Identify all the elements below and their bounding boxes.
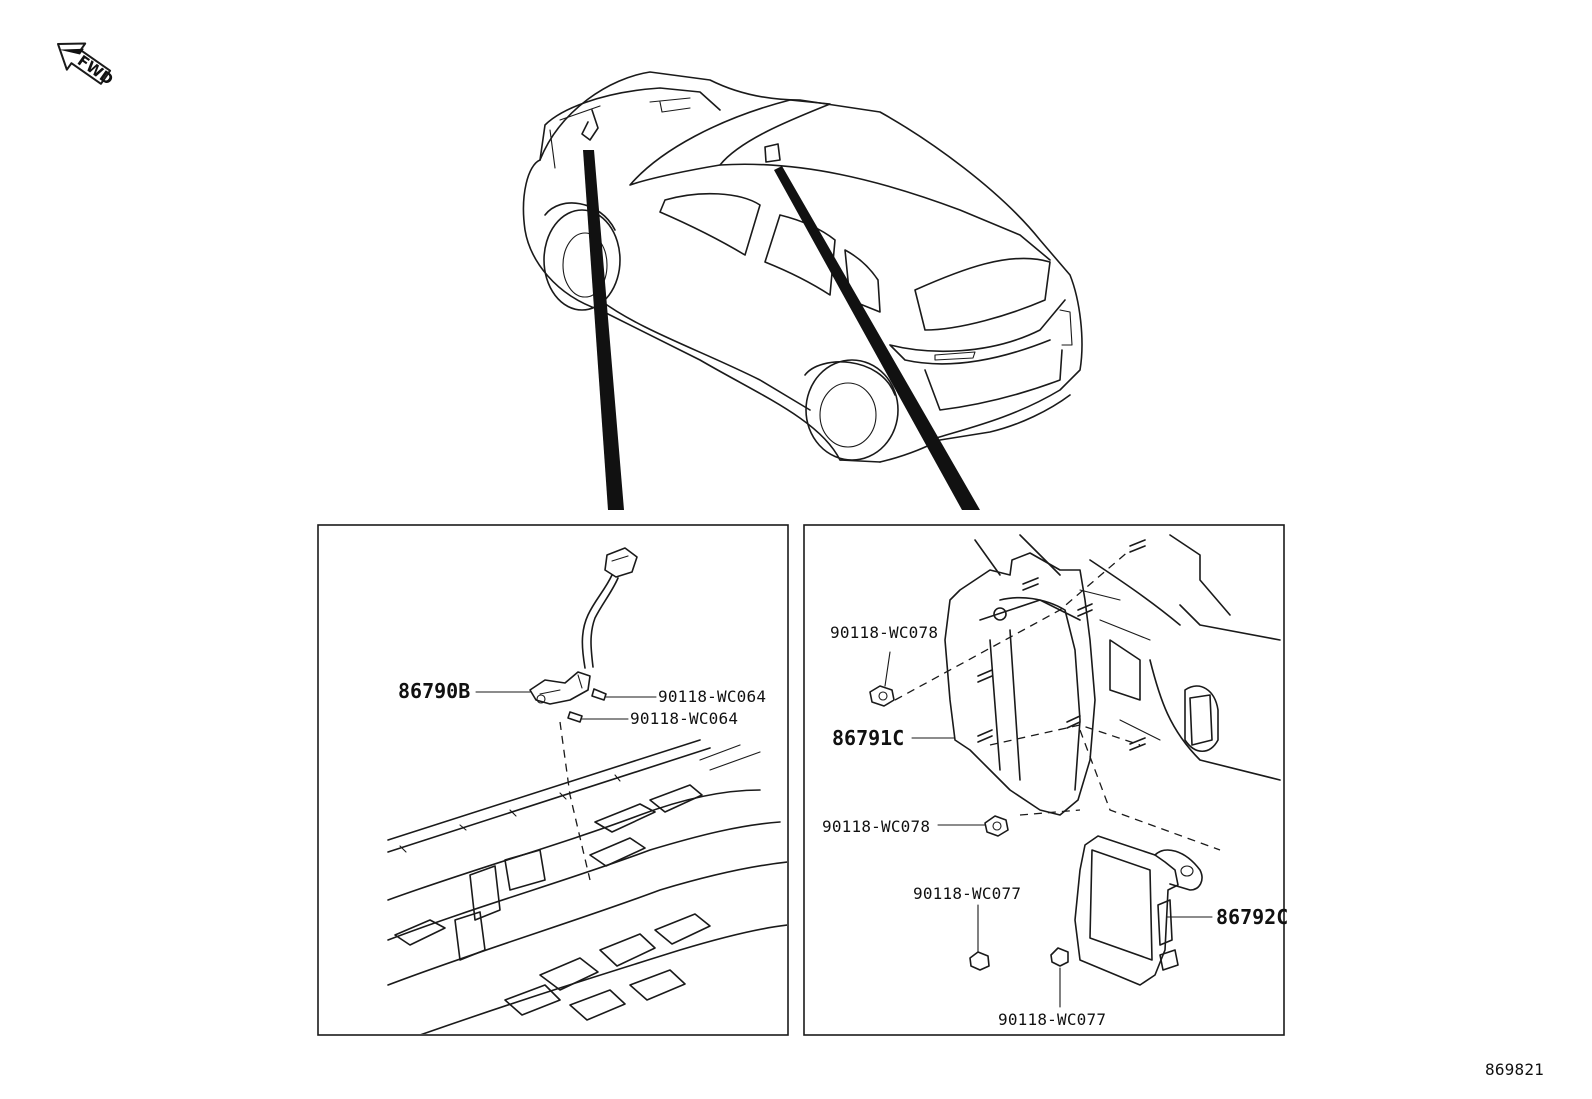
forward-arrow-icon: FWD bbox=[57, 42, 117, 89]
part-label-90118-WC064-lower: 90118-WC064 bbox=[630, 709, 738, 728]
detail-panel-control-unit: 90118-WC078 86791C 90118-WC078 90118-WC0… bbox=[803, 524, 1288, 1036]
fwd-marker: FWD bbox=[57, 42, 117, 89]
part-label-90118-WC064-upper: 90118-WC064 bbox=[658, 687, 766, 706]
part-label-90118-WC078-lower: 90118-WC078 bbox=[822, 817, 930, 836]
part-label-90118-WC078-upper: 90118-WC078 bbox=[830, 623, 938, 642]
callout-wedge-left bbox=[583, 150, 624, 510]
fwd-label: FWD bbox=[74, 52, 116, 89]
part-label-86790B: 86790B bbox=[398, 679, 470, 703]
part-label-90118-WC077-left: 90118-WC077 bbox=[913, 884, 1021, 903]
callout-wedge-right bbox=[774, 166, 980, 510]
part-label-86791C: 86791C bbox=[832, 726, 904, 750]
vehicle-illustration bbox=[522, 71, 1083, 463]
diagram-id: 869821 bbox=[1485, 1060, 1544, 1079]
part-label-90118-WC077-bottom: 90118-WC077 bbox=[998, 1010, 1106, 1029]
detail-panel-radar-sensor: 86790B 90118-WC064 90118-WC064 bbox=[317, 524, 789, 1036]
part-label-86792C: 86792C bbox=[1216, 905, 1288, 929]
